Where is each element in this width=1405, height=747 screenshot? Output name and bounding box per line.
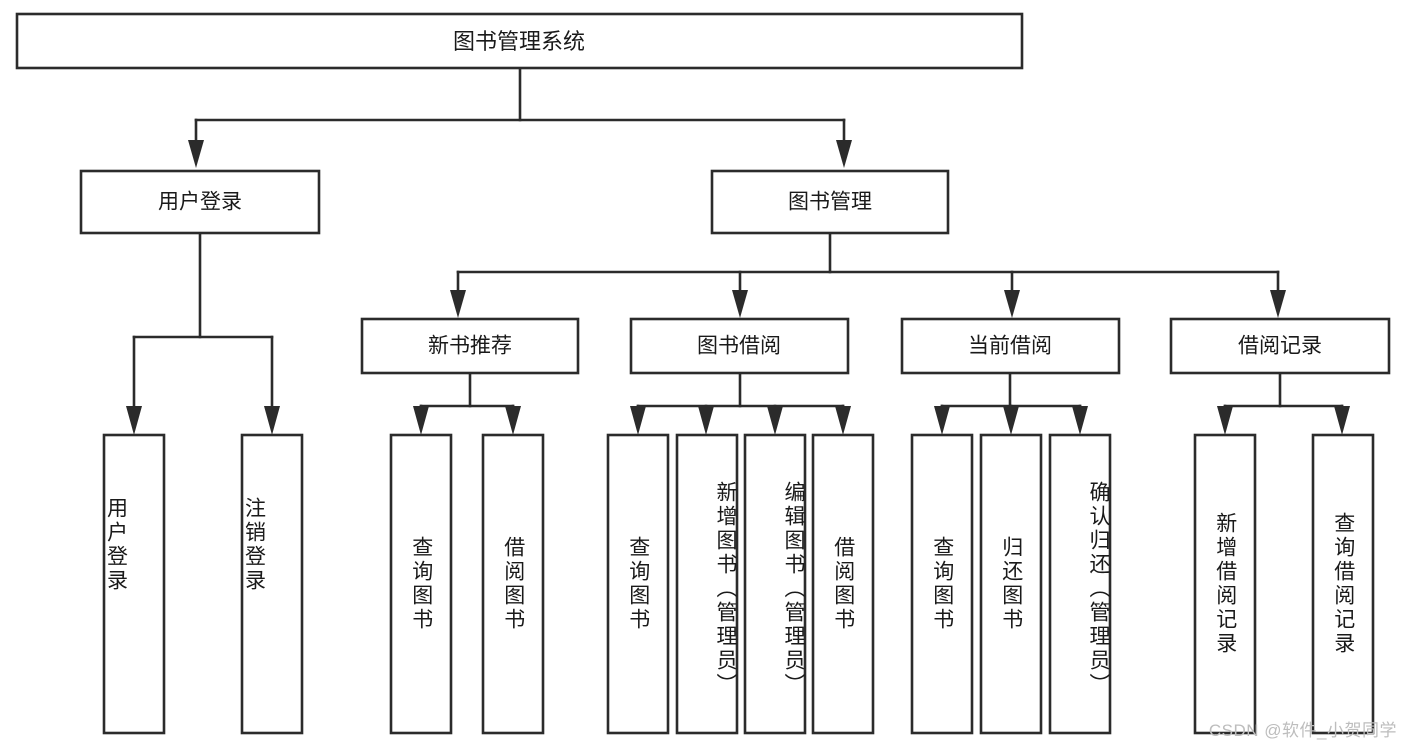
leaf-label-query-book-3: 查询图书 [930,536,954,632]
leaf-box-borrow-book-2[interactable] [811,433,875,735]
node-book-management-label: 图书管理 [788,191,872,214]
leaf-label-borrow-book-2: 借阅图书 [831,536,855,632]
node-book-borrow[interactable]: 图书借阅 [629,317,850,375]
node-root[interactable]: 图书管理系统 [15,12,1024,70]
node-new-book-recommend[interactable]: 新书推荐 [360,317,580,375]
leaf-box-query-book-1[interactable] [389,433,453,735]
leaf-label-return-book: 归还图书 [999,536,1023,632]
node-user-login[interactable]: 用户登录 [79,169,321,235]
leaf-label-logout: 注销登录 [242,497,266,593]
leaf-box-logout[interactable] [240,433,304,735]
leaf-label-query-book-2: 查询图书 [626,536,650,632]
node-user-login-label: 用户登录 [158,191,242,214]
node-new-book-recommend-label: 新书推荐 [428,335,512,358]
leaf-box-borrow-book-1[interactable] [481,433,545,735]
connector-borrow-to-leaves [630,371,851,435]
node-book-management[interactable]: 图书管理 [710,169,950,235]
leaf-box-add-record[interactable] [1193,433,1257,735]
leaf-box-return-book[interactable] [979,433,1043,735]
leaf-box-add-book[interactable] [675,433,739,735]
node-book-borrow-label: 图书借阅 [697,335,781,358]
connector-book-mgmt-to-level3 [450,231,1286,318]
leaf-label-borrow-book-1: 借阅图书 [501,536,525,632]
leaf-label-query-record: 查询借阅记录 [1331,512,1355,656]
leaf-box-user-login[interactable] [102,433,166,735]
leaf-box-query-book-2[interactable] [606,433,670,735]
leaf-label-edit-book: 编辑图书（管理员） [782,481,805,697]
leaf-label-confirm-return: 确认归还（管理员） [1087,481,1110,697]
node-borrow-record[interactable]: 借阅记录 [1169,317,1391,375]
leaf-box-confirm-return[interactable] [1048,433,1112,735]
connector-current-to-leaves [934,371,1088,435]
node-current-borrow[interactable]: 当前借阅 [900,317,1121,375]
node-root-label: 图书管理系统 [453,29,585,54]
connector-root-to-level2 [188,66,852,168]
leaf-box-query-record[interactable] [1311,433,1375,735]
leaf-box-query-book-3[interactable] [910,433,974,735]
node-current-borrow-label: 当前借阅 [968,335,1052,358]
csdn-watermark: CSDN @软件_小贺同学 [1208,721,1397,740]
leaf-label-add-record: 新增借阅记录 [1213,512,1237,656]
node-borrow-record-label: 借阅记录 [1238,335,1322,358]
connector-recommend-to-leaves [413,371,521,435]
leaf-label-user-login: 用户登录 [104,497,128,593]
leaf-box-edit-book[interactable] [743,433,807,735]
connector-record-to-leaves [1217,371,1350,435]
connector-user-login-to-leaves [126,231,280,435]
leaf-label-query-book-1: 查询图书 [409,536,433,632]
leaf-boxes [102,433,1375,735]
leaf-label-add-book: 新增图书（管理员） [714,481,737,697]
